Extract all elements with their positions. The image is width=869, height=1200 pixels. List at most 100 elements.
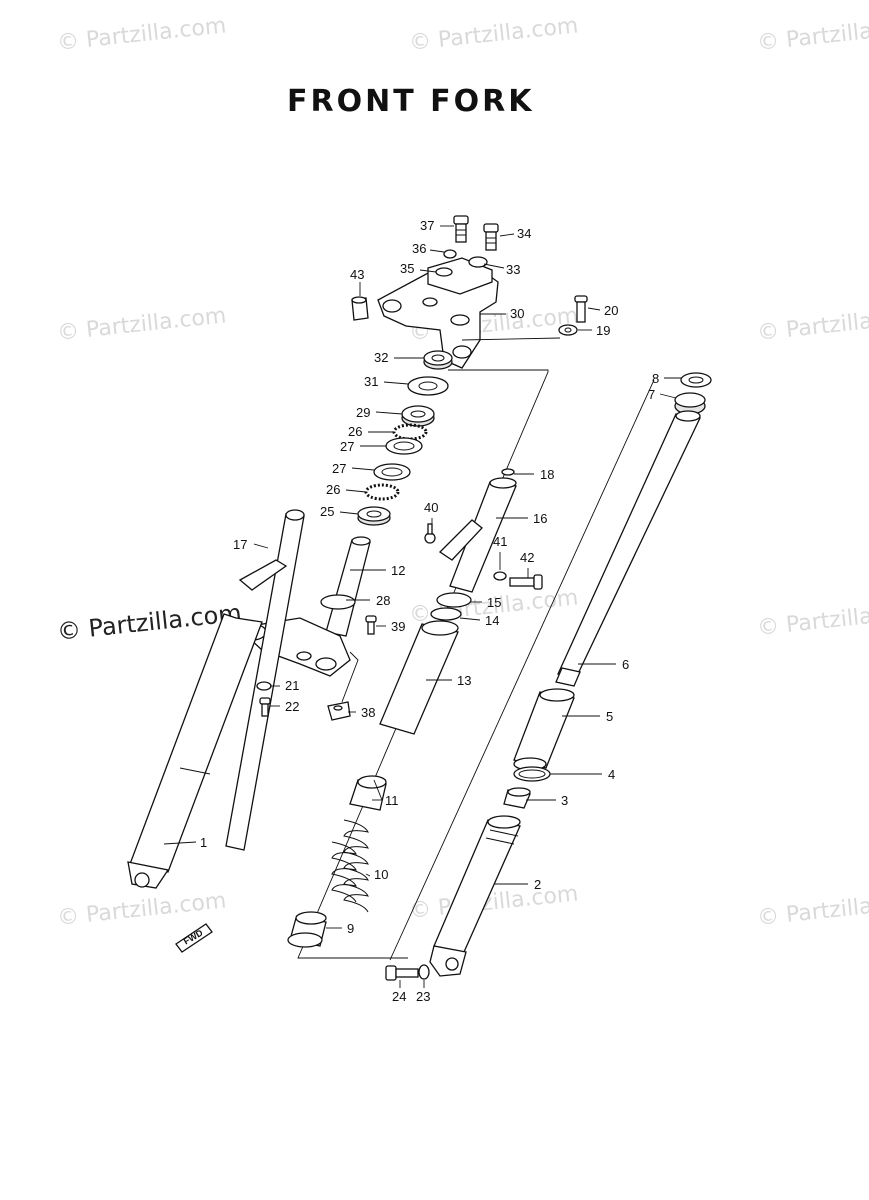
page-title: FRONT FORK bbox=[287, 84, 534, 119]
parts-layer: FWD bbox=[127, 215, 712, 988]
outer-tube-2 bbox=[429, 815, 521, 977]
seal-15 bbox=[436, 592, 472, 608]
callout-21: 21 bbox=[285, 678, 299, 693]
washer-23 bbox=[418, 964, 430, 980]
callout-3: 3 bbox=[561, 793, 568, 808]
callout-35: 35 bbox=[400, 261, 414, 276]
washer-21 bbox=[256, 681, 272, 691]
callout-40: 40 bbox=[424, 500, 438, 515]
assembly-outline bbox=[389, 379, 655, 961]
washer-41 bbox=[493, 571, 507, 581]
assembly-outline bbox=[297, 369, 549, 959]
bolt-34 bbox=[483, 223, 499, 251]
bushing-5 bbox=[513, 688, 575, 771]
left-fork-assembly bbox=[127, 509, 305, 889]
outer-tube-13 bbox=[379, 620, 459, 735]
callout-31: 31 bbox=[364, 374, 378, 389]
fwd-arrow-icon: FWD bbox=[175, 923, 213, 953]
spring-10 bbox=[331, 819, 369, 913]
callout-42: 42 bbox=[520, 550, 534, 565]
leader-lines bbox=[163, 225, 682, 988]
callout-labels: 37 34 36 35 33 43 30 20 19 32 31 29 26 2… bbox=[200, 218, 659, 1004]
race-27-lower bbox=[373, 463, 411, 481]
callout-43: 43 bbox=[350, 267, 364, 282]
cone-29 bbox=[401, 405, 435, 427]
callout-6: 6 bbox=[622, 657, 629, 672]
callout-38: 38 bbox=[361, 705, 375, 720]
watermark: © Partzilla.com bbox=[408, 13, 579, 56]
callout-30: 30 bbox=[510, 306, 524, 321]
callout-15: 15 bbox=[487, 595, 501, 610]
bolt-40 bbox=[424, 523, 436, 544]
callout-2: 2 bbox=[534, 877, 541, 892]
callout-41: 41 bbox=[493, 534, 507, 549]
callout-4: 4 bbox=[608, 767, 615, 782]
callout-1: 1 bbox=[200, 835, 207, 850]
bolt-37 bbox=[453, 215, 469, 243]
watermark: © Partzilla.com bbox=[756, 598, 869, 641]
washer-14 bbox=[430, 607, 462, 621]
watermark: © Partzilla.com bbox=[56, 13, 227, 56]
oil-seal-7 bbox=[674, 392, 706, 415]
ball-race-26-upper bbox=[392, 423, 428, 441]
callout-7: 7 bbox=[648, 387, 655, 402]
callout-29: 29 bbox=[356, 405, 370, 420]
callout-26: 26 bbox=[326, 482, 340, 497]
callout-12: 12 bbox=[391, 563, 405, 578]
watermark: © Partzilla.com bbox=[56, 303, 227, 346]
washer-19 bbox=[558, 324, 578, 336]
cap-43 bbox=[351, 296, 369, 321]
callout-20: 20 bbox=[604, 303, 618, 318]
callout-27: 27 bbox=[340, 439, 354, 454]
callout-18: 18 bbox=[540, 467, 554, 482]
watermark: © Partzilla.com bbox=[56, 888, 227, 931]
watermark: © Partzilla.com bbox=[756, 888, 869, 931]
callout-26: 26 bbox=[348, 424, 362, 439]
cone-25 bbox=[357, 506, 391, 526]
callout-17: 17 bbox=[233, 537, 247, 552]
callout-27: 27 bbox=[332, 461, 346, 476]
callout-9: 9 bbox=[347, 921, 354, 936]
callout-19: 19 bbox=[596, 323, 610, 338]
dust-seal-8 bbox=[680, 372, 712, 388]
callout-25: 25 bbox=[320, 504, 334, 519]
guide-11 bbox=[349, 775, 387, 811]
callout-33: 33 bbox=[506, 262, 520, 277]
callout-8: 8 bbox=[652, 371, 659, 386]
bolt-24 bbox=[385, 965, 419, 981]
callout-16: 16 bbox=[533, 511, 547, 526]
callout-36: 36 bbox=[412, 241, 426, 256]
ring-4 bbox=[513, 766, 551, 782]
callout-11: 11 bbox=[385, 793, 399, 808]
bracket-38 bbox=[327, 701, 351, 721]
bolt-42 bbox=[509, 574, 543, 590]
callout-28: 28 bbox=[376, 593, 390, 608]
bolt-20 bbox=[574, 295, 588, 323]
callout-39: 39 bbox=[391, 619, 405, 634]
holder-9 bbox=[287, 911, 327, 948]
screw-22 bbox=[259, 697, 271, 717]
screw-39 bbox=[365, 615, 377, 635]
watermark: © Partzilla.com bbox=[756, 303, 869, 346]
ball-race-26-lower bbox=[364, 483, 400, 501]
callout-14: 14 bbox=[485, 613, 499, 628]
callout-32: 32 bbox=[374, 350, 388, 365]
washer-31 bbox=[407, 376, 449, 396]
inner-tube-16 bbox=[438, 477, 517, 593]
callout-23: 23 bbox=[416, 989, 430, 1004]
watermark: © Partzilla.com bbox=[756, 13, 869, 56]
washer-36 bbox=[443, 249, 457, 259]
race-27-upper bbox=[385, 437, 423, 455]
callout-37: 37 bbox=[420, 218, 434, 233]
nut-32 bbox=[423, 350, 453, 370]
o-ring-18 bbox=[501, 468, 515, 476]
leader-38 bbox=[341, 651, 359, 703]
callout-22: 22 bbox=[285, 699, 299, 714]
callout-5: 5 bbox=[606, 709, 613, 724]
callout-10: 10 bbox=[374, 867, 388, 882]
callout-13: 13 bbox=[457, 673, 471, 688]
seal-28 bbox=[320, 594, 356, 610]
watermark: © Partzilla.com bbox=[408, 881, 579, 924]
callout-34: 34 bbox=[517, 226, 531, 241]
